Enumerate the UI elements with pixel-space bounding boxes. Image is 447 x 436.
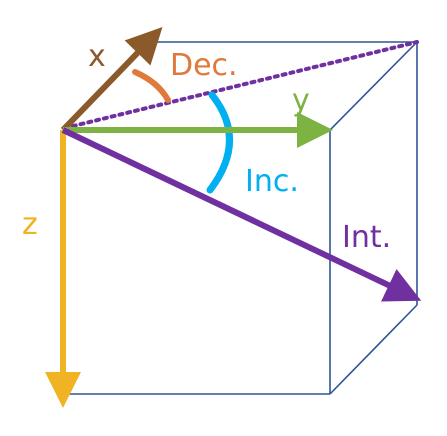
horizontal-projection-dotted-line	[63, 40, 419, 130]
intensity-vector-arrow	[61, 127, 422, 302]
y-axis-label: y	[292, 83, 310, 118]
cube-box	[63, 41, 418, 395]
z-axis-label: z	[22, 207, 38, 242]
x-axis-arrow	[60, 27, 163, 133]
inclination-label: Inc.	[245, 164, 299, 199]
intensity-label: Int.	[342, 220, 391, 255]
inclination-arc	[206, 91, 233, 194]
declination-label: Dec.	[170, 48, 238, 83]
box-top-right-diagonal	[329, 41, 418, 131]
x-axis-label: x	[88, 39, 106, 74]
declination-arc	[132, 69, 171, 103]
box-bottom-right-diagonal	[329, 304, 418, 395]
